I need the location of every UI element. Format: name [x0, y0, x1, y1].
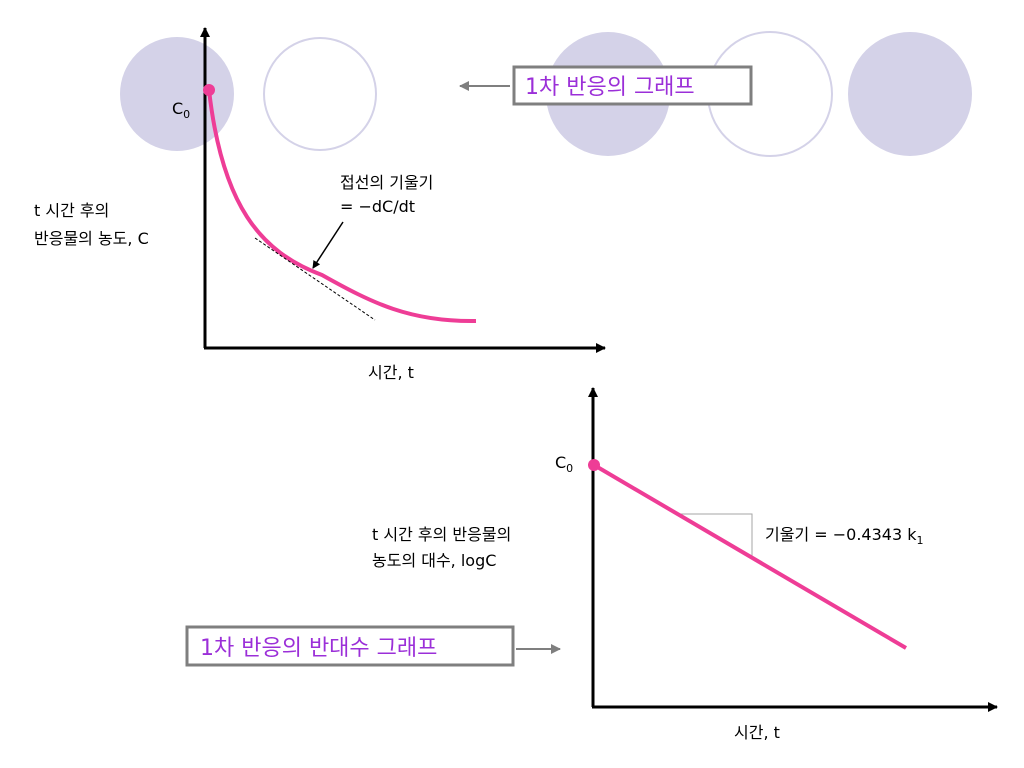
graph1-decay-curve: [207, 89, 477, 324]
graph2: C0 기울기 = −0.4343 k1 t 시간 후의 반응물의 농도의 대수,…: [185, 387, 998, 742]
graph2-xlabel: 시간, t: [734, 723, 780, 742]
graph1: C0 t 시간 후의 반응물의 농도, C 접선의 기울기 = −dC/dt 시…: [34, 27, 753, 382]
graph1-tangent-label-line2: = −dC/dt: [340, 197, 415, 216]
graph1-title: 1차 반응의 그래프: [525, 75, 695, 100]
graph1-title-box: [512, 65, 753, 106]
graph2-slope-label: 기울기 = −0.4343 k1: [765, 525, 923, 547]
graph1-ylabel-line2: 반응물의 농도, C: [34, 229, 149, 248]
graph1-ylabel-line1: t 시간 후의: [34, 201, 109, 220]
graph1-tangent-line: [254, 237, 376, 321]
circle-5: [848, 32, 972, 156]
graph2-ylabel-line1: t 시간 후의 반응물의: [372, 525, 511, 544]
graph2-title-box: [185, 625, 515, 667]
graph2-ylabel-line2: 농도의 대수, logC: [372, 551, 496, 570]
circle-2: [263, 37, 377, 151]
graph1-c0-point: [203, 84, 215, 96]
graph2-c0-label: C0: [555, 453, 573, 475]
graph2-slope-triangle: [680, 513, 753, 556]
graph1-tangent-label-line1: 접선의 기울기: [340, 173, 433, 192]
graph2-title: 1차 반응의 반대수 그래프: [200, 636, 437, 661]
graph1-xlabel: 시간, t: [368, 363, 414, 382]
graph1-c0-label: C0: [172, 99, 190, 121]
graph1-tangent-pointer-arrow: [312, 221, 344, 269]
graph2-c0-point: [588, 459, 600, 471]
graph2-log-line: [592, 463, 908, 650]
